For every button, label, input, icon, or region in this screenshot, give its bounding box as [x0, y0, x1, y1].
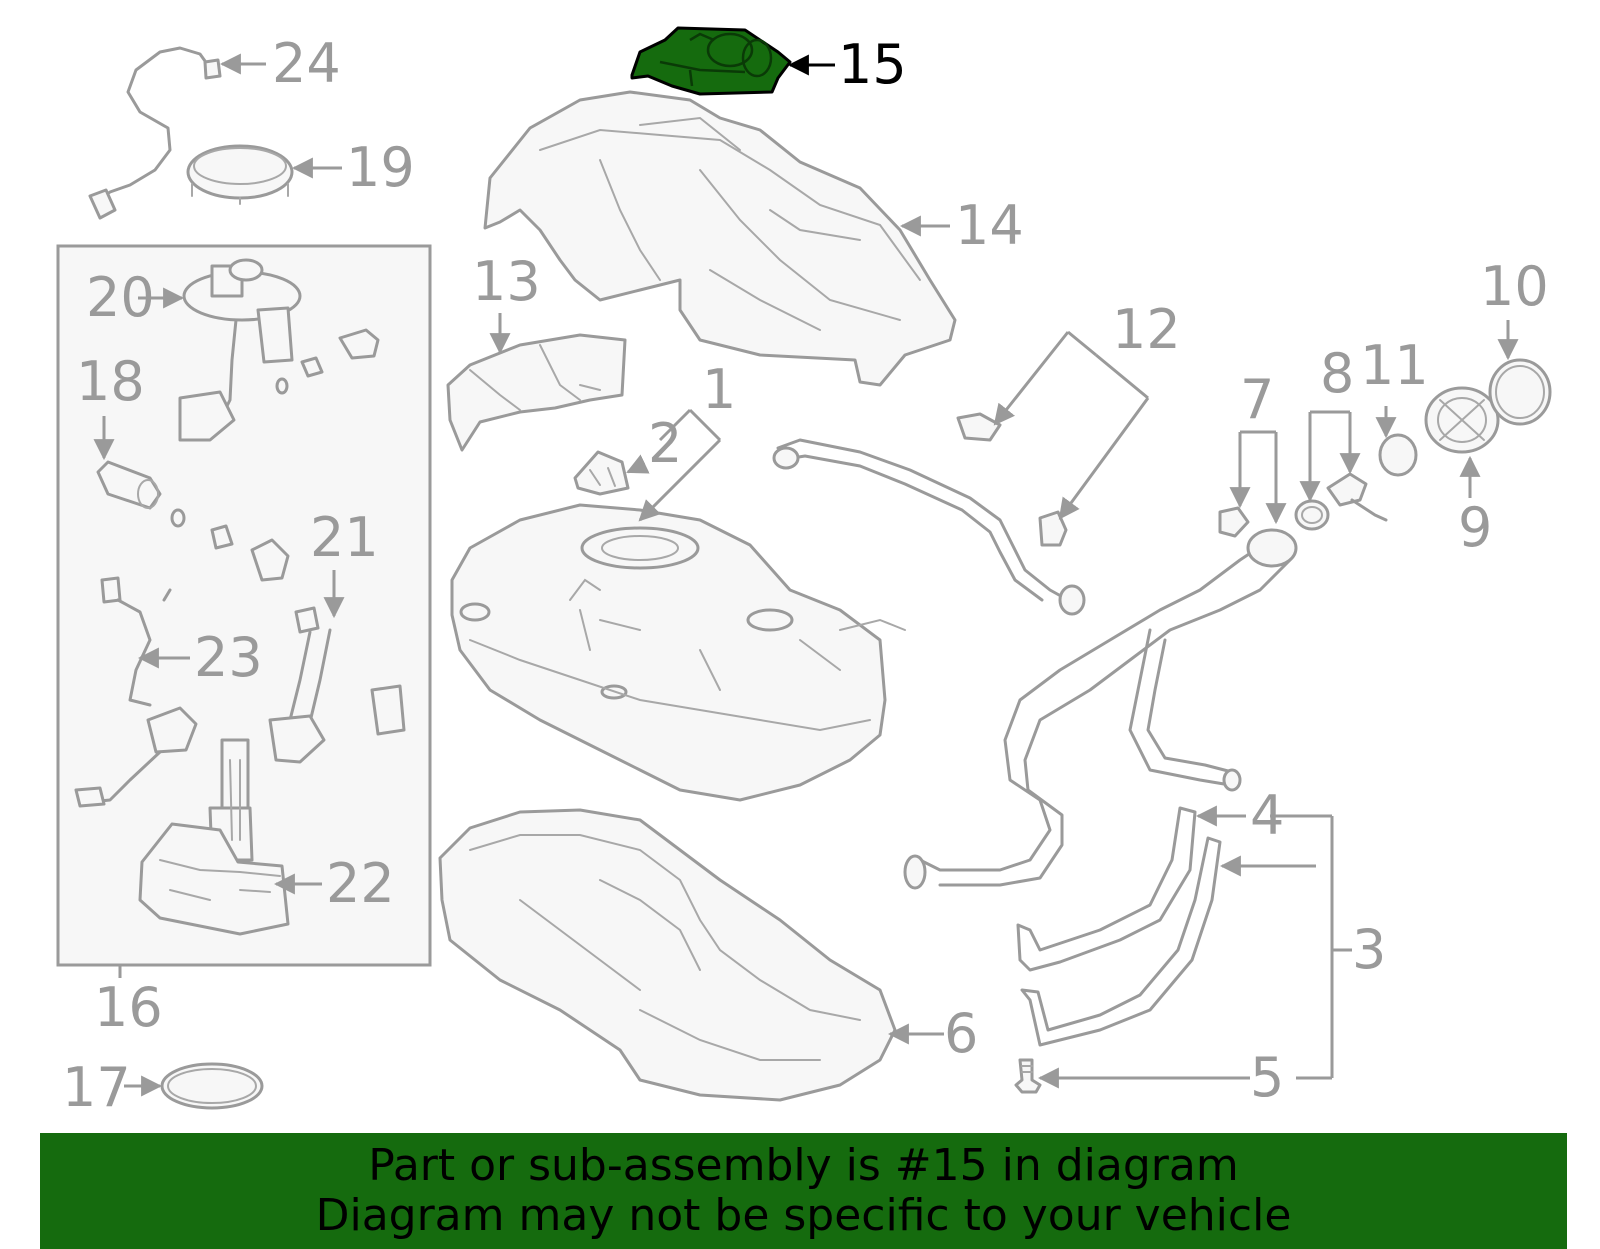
part-10-ring[interactable] — [1488, 358, 1552, 426]
callout-7: 7 — [1240, 368, 1274, 431]
callout-11: 11 — [1360, 334, 1429, 397]
part-18-fuel-filter[interactable] — [96, 460, 162, 510]
callout-5: 5 — [1250, 1046, 1284, 1109]
part-21-sender-unit[interactable] — [268, 606, 406, 764]
callout-13: 13 — [472, 250, 541, 313]
part-13-insulator[interactable] — [446, 333, 627, 452]
part-23-wiring[interactable] — [74, 576, 198, 808]
part-9-fuel-cap[interactable] — [1424, 386, 1500, 454]
callout-21: 21 — [310, 506, 379, 569]
callout-23: 23 — [194, 626, 263, 689]
notice-banner: Part or sub-assembly is #15 in diagram D… — [40, 1133, 1567, 1249]
part-1-fuel-tank[interactable] — [450, 503, 906, 802]
callout-16: 16 — [94, 976, 163, 1039]
part-2-bracket[interactable] — [573, 450, 630, 496]
callout-4: 4 — [1250, 784, 1284, 847]
callout-17: 17 — [62, 1056, 131, 1119]
banner-line-2: Diagram may not be specific to your vehi… — [315, 1190, 1292, 1241]
part-15-highlighted[interactable] — [630, 26, 792, 96]
part-4-tank-strap[interactable] — [1016, 806, 1222, 1047]
callout-24: 24 — [272, 32, 341, 95]
part-5-bolt[interactable] — [1014, 1058, 1042, 1094]
part-11-o-ring[interactable] — [1378, 433, 1418, 477]
callout-3: 3 — [1352, 918, 1386, 981]
part-19-retainer-ring[interactable] — [186, 144, 294, 205]
parts-diagram: 15 14 13 2 1 — [56, 26, 1552, 1119]
callout-10: 10 — [1480, 255, 1549, 318]
banner-line-1: Part or sub-assembly is #15 in diagram — [368, 1140, 1239, 1191]
part-22-pump-module[interactable] — [138, 738, 290, 936]
part-6-tank-protector[interactable] — [438, 808, 897, 1102]
part-14-tank-cover[interactable] — [483, 90, 957, 387]
callout-8: 8 — [1320, 342, 1354, 405]
callout-12: 12 — [1112, 298, 1181, 361]
part-12-vent-pipe[interactable] — [772, 412, 1086, 616]
callout-14: 14 — [955, 194, 1024, 257]
part-24-wire-harness[interactable] — [88, 46, 222, 220]
part-17-gasket[interactable] — [160, 1062, 264, 1110]
callout-18: 18 — [76, 350, 145, 413]
callout-20: 20 — [86, 266, 155, 329]
part-8-gasket-tether[interactable] — [1294, 472, 1388, 531]
callout-19: 19 — [346, 136, 415, 199]
callout-22: 22 — [326, 852, 395, 915]
callout-6: 6 — [944, 1002, 978, 1065]
callout-1: 1 — [702, 358, 736, 421]
small-parts-cluster[interactable] — [170, 328, 380, 582]
part-7-filler-neck[interactable] — [903, 506, 1298, 890]
callout-9: 9 — [1458, 496, 1492, 559]
part-20-pump-assembly[interactable] — [178, 258, 302, 442]
callout-15: 15 — [838, 33, 907, 96]
